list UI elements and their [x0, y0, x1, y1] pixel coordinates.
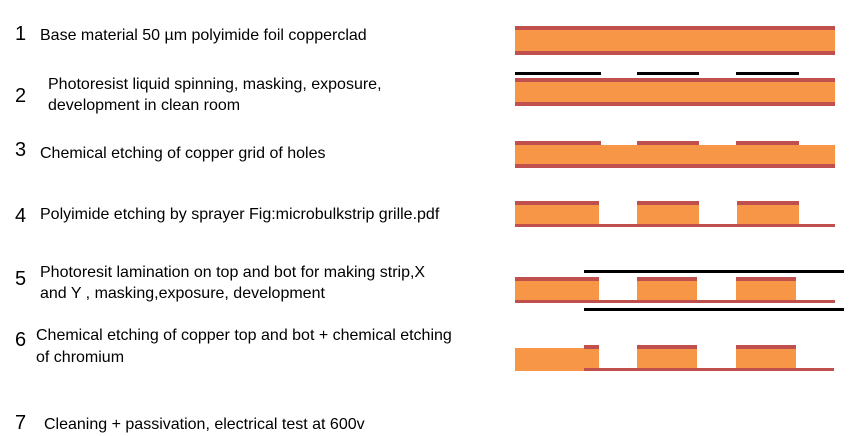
step-4-polyimide-block-2 [637, 205, 699, 225]
step-5-number: 5 [15, 268, 27, 290]
step-1-copper-bottom [515, 51, 835, 55]
step-6-text-line2: of chromium [36, 349, 125, 366]
step-6-polyimide-block-2 [584, 348, 599, 368]
step-2-cross-section [515, 72, 835, 106]
step-6-copper-top-segment-3 [736, 345, 796, 349]
step-5-copper-top-segment-2 [637, 277, 697, 281]
step-6-cross-section [515, 345, 834, 371]
step-1-copper-top [515, 26, 835, 30]
step-2-copper-bottom [515, 102, 835, 106]
step-7-number: 7 [15, 412, 27, 434]
step-5-photoresist-top [584, 270, 844, 273]
step-5-polyimide-block-1 [515, 281, 599, 301]
step-5-polyimide-block-2 [637, 281, 697, 301]
step-6-polyimide-block-1 [515, 348, 585, 371]
step-5-text-line2: and Y , masking,exposure, development [40, 285, 325, 302]
step-2-photoresist-segment-1 [515, 72, 601, 75]
step-4-number: 4 [15, 205, 27, 227]
step-3-polyimide [515, 145, 835, 164]
step-4-cross-section [515, 201, 835, 227]
step-3-copper-top-segment-3 [736, 141, 799, 145]
step-1-number: 1 [15, 23, 27, 45]
step-2-number: 2 [15, 85, 27, 107]
step-6-copper-top-segment-1 [584, 345, 599, 349]
step-3-copper-top-segment-1 [515, 141, 601, 145]
step-5-polyimide-block-3 [736, 281, 796, 301]
step-2-polyimide [515, 81, 835, 102]
step-3-copper-bottom [515, 164, 835, 168]
step-6-copper-bottom [584, 368, 834, 371]
step-2-photoresist-segment-3 [736, 72, 799, 75]
step-6-text-line1: Chemical etching of copper top and bot +… [36, 327, 452, 344]
step-6-number: 6 [15, 329, 27, 351]
step-4-copper-top-segment-2 [637, 201, 699, 205]
step-2-photoresist-segment-2 [637, 72, 699, 75]
step-6-copper-top-segment-2 [637, 345, 697, 349]
step-4-polyimide-block-1 [515, 205, 599, 225]
step-5-copper-top-segment-3 [736, 277, 796, 281]
step-1-cross-section [515, 26, 835, 55]
step-6-polyimide-block-4 [736, 348, 796, 368]
step-6-polyimide-block-3 [637, 348, 697, 368]
step-2-copper-top [515, 78, 835, 82]
step-4-copper-top-segment-3 [737, 201, 799, 205]
step-5-copper-bottom [515, 300, 835, 303]
step-3-copper-top-segment-2 [637, 141, 699, 145]
step-1-text: Base material 50 µm polyimide foil coppe… [40, 27, 367, 44]
step-7-text: Cleaning + passivation, electrical test … [44, 416, 365, 433]
step-1-polyimide [515, 29, 835, 51]
step-4-copper-bottom [515, 224, 835, 227]
step-5-copper-top-segment-1 [515, 277, 599, 281]
step-5-photoresist-bottom [584, 308, 844, 311]
step-2-text-line2: development in clean room [48, 97, 241, 114]
step-5-text-line1: Photoresit lamination on top and bot for… [40, 264, 426, 281]
step-3-number: 3 [15, 139, 27, 161]
step-2-text-line1: Photoresist liquid spinning, masking, ex… [48, 76, 382, 93]
step-3-cross-section [515, 141, 835, 168]
step-4-polyimide-block-3 [737, 205, 799, 225]
step-4-text: Polyimide etching by sprayer Fig:microbu… [40, 206, 440, 223]
step-5-cross-section [515, 270, 844, 311]
step-3-text: Chemical etching of copper grid of holes [40, 145, 326, 162]
step-4-copper-top-segment-1 [515, 201, 599, 205]
